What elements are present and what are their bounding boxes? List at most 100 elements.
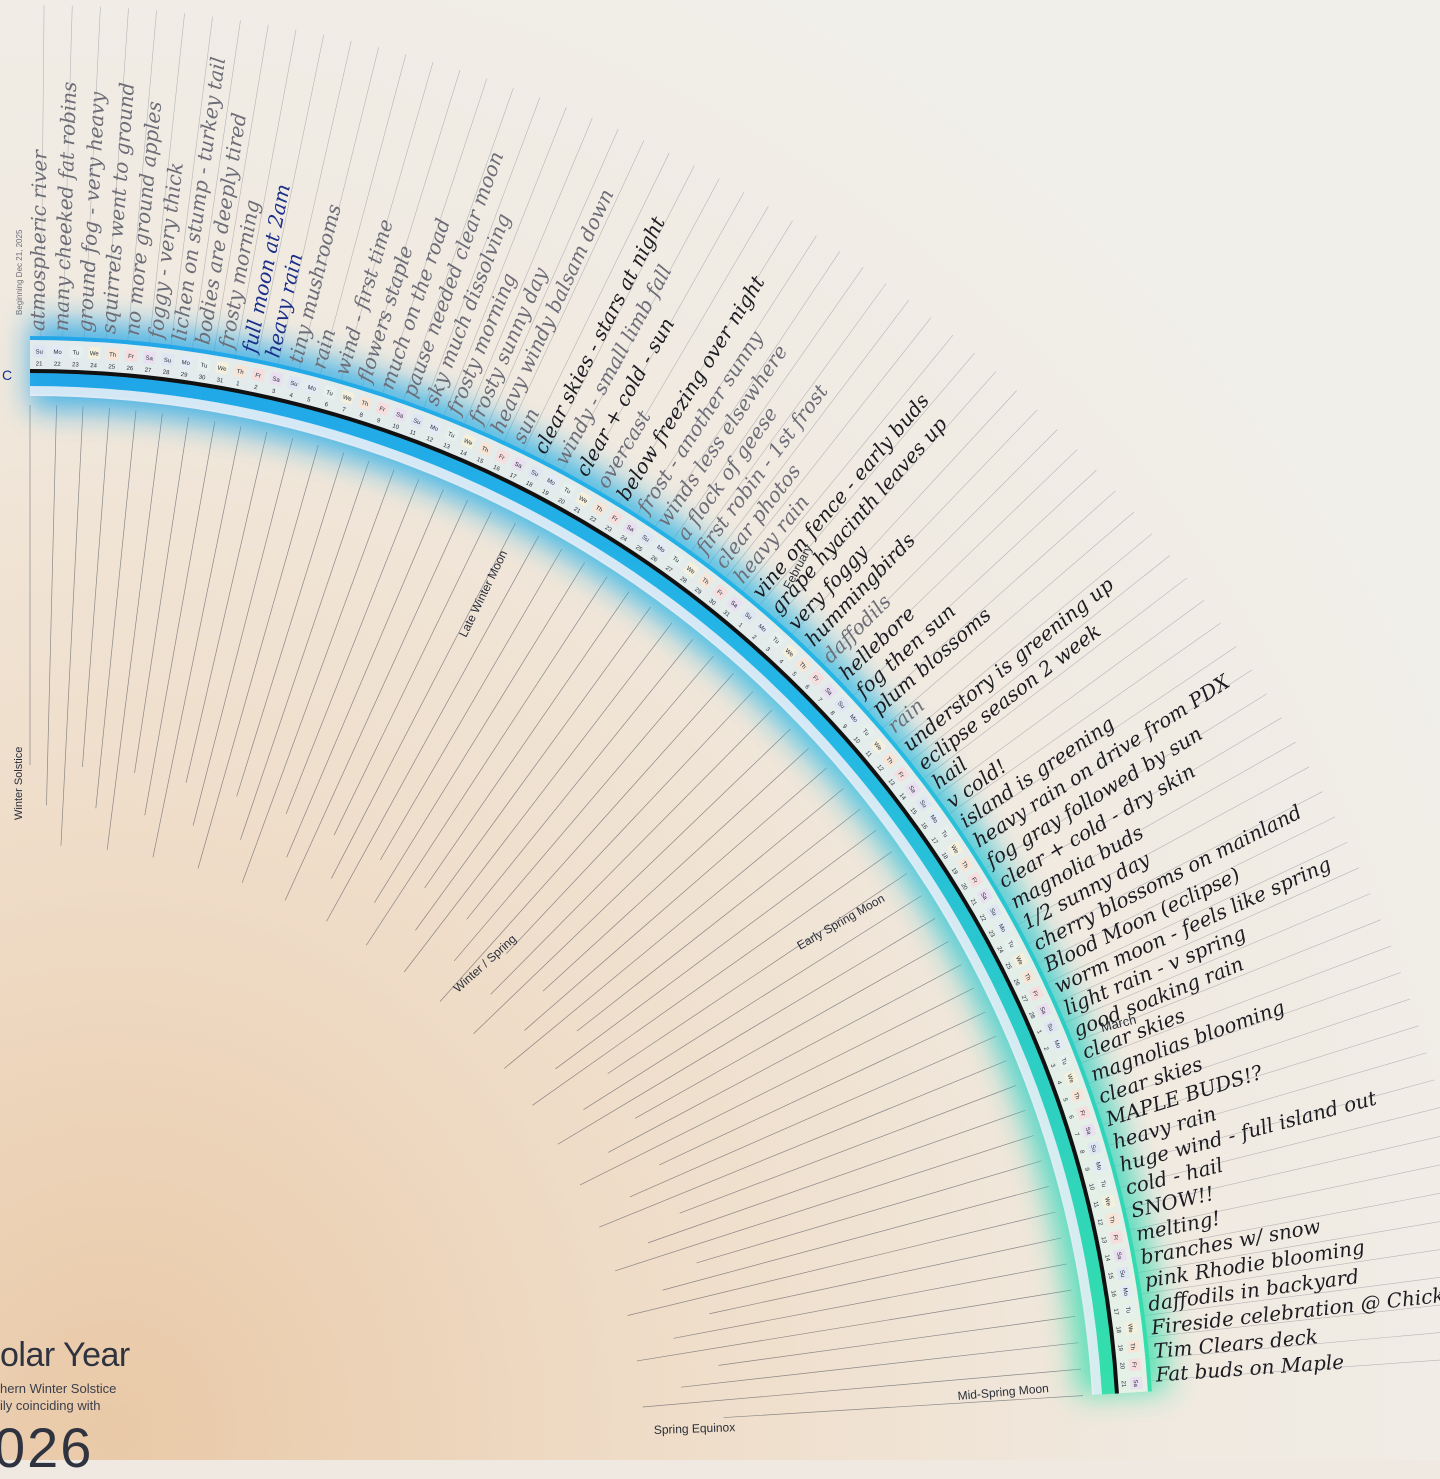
day-number: 24 <box>619 535 628 544</box>
guide-line <box>579 987 974 1186</box>
guide-line <box>542 748 809 992</box>
weekday-label: Mo <box>1094 1161 1102 1171</box>
day-cell <box>197 358 211 372</box>
day-number: 19 <box>1116 1344 1123 1352</box>
day-number: 26 <box>1012 978 1021 987</box>
note-line <box>340 61 434 383</box>
day-cell <box>1105 1212 1120 1227</box>
note-line <box>959 646 1237 834</box>
day-number: 3 <box>1049 1063 1056 1069</box>
weekday-label: Sa <box>907 785 917 795</box>
guide-line <box>555 829 877 1070</box>
note-line <box>1004 741 1296 908</box>
day-cell <box>1116 1266 1130 1281</box>
note-line <box>83 6 101 341</box>
day-cell <box>995 919 1011 936</box>
day-number: 11 <box>1092 1201 1099 1209</box>
weekday-label: Su <box>1089 1144 1097 1153</box>
note-line <box>805 409 1038 652</box>
day-cell <box>179 355 193 369</box>
guide-line <box>95 410 137 809</box>
day-number: 2 <box>1042 1046 1049 1052</box>
weekday-label: Fr <box>378 406 385 413</box>
note-line <box>598 206 769 495</box>
guide-line <box>333 511 492 836</box>
note-line <box>170 16 213 348</box>
guide-line <box>374 562 585 904</box>
day-number: 12 <box>425 436 434 444</box>
day-number: 3 <box>271 389 276 396</box>
day-number: 24 <box>90 363 98 369</box>
note-line <box>62 5 73 340</box>
day-cell <box>88 346 101 360</box>
day-cell <box>357 395 373 411</box>
weekday-label: We <box>685 566 696 577</box>
day-cell <box>494 448 510 465</box>
guide-line <box>144 421 216 816</box>
note-line <box>191 20 241 351</box>
weekday-label: Tu <box>447 432 456 440</box>
day-number: 10 <box>852 736 861 745</box>
note-line <box>105 8 129 342</box>
note-line <box>907 555 1170 764</box>
guide-line <box>415 606 652 931</box>
day-cell <box>1028 985 1044 1001</box>
weekday-label: Su <box>290 381 299 389</box>
weekday-label: We <box>217 366 227 374</box>
weekday-label: Mo <box>655 545 666 555</box>
guide-line <box>524 767 827 1031</box>
handwritten-note: atmospheric river <box>25 149 51 332</box>
note-guide-lines <box>29 5 1440 1418</box>
guide-line <box>424 591 630 889</box>
day-cell <box>607 510 623 526</box>
day-number: 21 <box>36 362 43 368</box>
day-number: 17 <box>930 837 939 846</box>
day-number: 14 <box>1103 1254 1110 1262</box>
note-line <box>982 693 1268 870</box>
day-number: 12 <box>875 764 884 773</box>
left-marker: C <box>2 367 12 383</box>
poster-year: 026 <box>0 1416 94 1479</box>
note-line <box>502 140 645 444</box>
day-cell <box>904 780 921 797</box>
weekday-label: Th <box>1023 973 1031 982</box>
day-number: 25 <box>634 545 643 554</box>
day-number: 7 <box>341 407 347 414</box>
day-number: 27 <box>664 565 673 574</box>
weekday-label: Sa <box>1038 1006 1047 1016</box>
weekday-label: Th <box>360 400 369 408</box>
day-cell <box>821 682 838 700</box>
note-line <box>1093 998 1411 1106</box>
day-cell <box>1109 1230 1124 1245</box>
weekday-label: Mo <box>307 385 317 393</box>
weekday-label: We <box>1126 1324 1133 1334</box>
day-cell <box>781 644 798 661</box>
note-line <box>1035 816 1336 965</box>
day-number: 6 <box>803 684 810 691</box>
day-cell <box>1101 1194 1116 1209</box>
day-cell <box>1126 1339 1140 1353</box>
day-number: 1 <box>236 381 241 388</box>
day-cell <box>375 401 390 416</box>
guide-line <box>673 1263 1067 1339</box>
day-cell <box>304 380 320 395</box>
note-line <box>482 129 619 435</box>
day-number: 17 <box>508 472 517 481</box>
day-cell <box>69 345 83 359</box>
weekday-label: Mo <box>848 714 858 725</box>
label-mid-spring-moon: Mid-Spring Moon <box>957 1381 1049 1403</box>
guide-line <box>662 1186 1049 1291</box>
guide-line <box>557 918 936 1145</box>
weekday-label: Su <box>918 800 927 809</box>
guide-line <box>60 406 84 846</box>
day-cell <box>768 631 785 648</box>
guide-line <box>647 1109 1026 1244</box>
note-line <box>522 152 670 454</box>
day-cell <box>937 825 954 842</box>
day-number: 26 <box>649 555 658 564</box>
guide-line <box>403 622 673 973</box>
day-cell <box>575 491 592 507</box>
note-line <box>579 192 745 484</box>
day-number: 27 <box>144 368 152 375</box>
day-number: 4 <box>1055 1080 1062 1086</box>
